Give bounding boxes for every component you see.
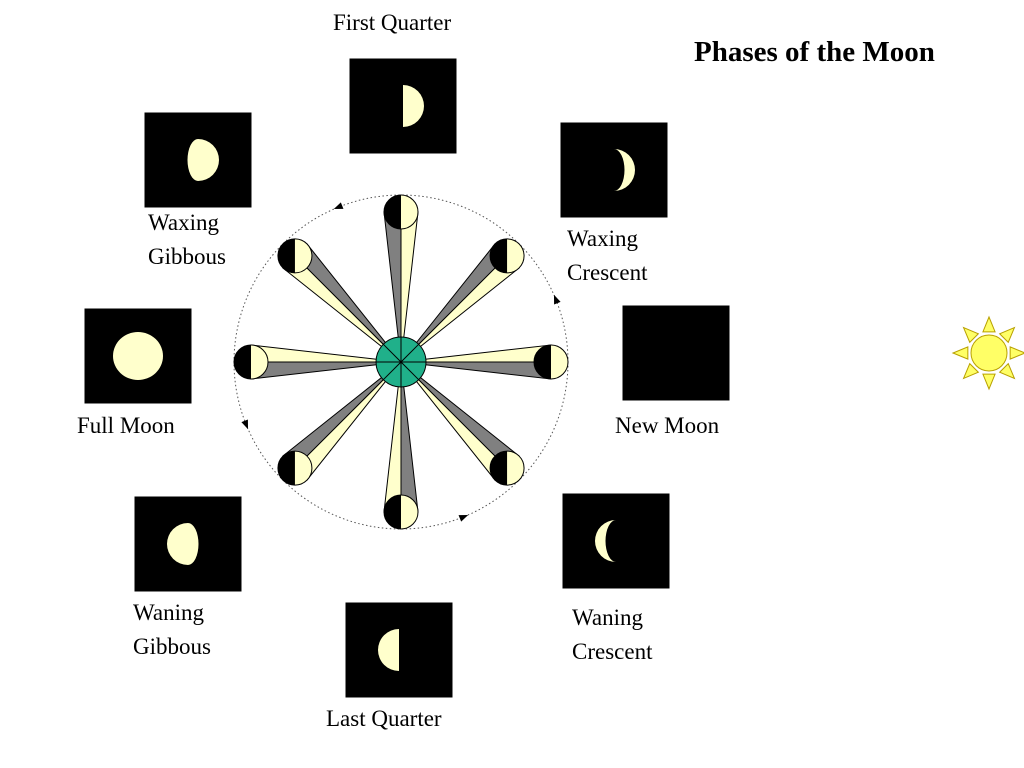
phase-moon-lit-area (187, 139, 219, 181)
earth-ray (382, 361, 402, 381)
phase-panel-background (560, 122, 668, 218)
phase-moon-lit-area (403, 85, 424, 127)
orbit-moon-waning-crescent (489, 450, 525, 486)
phase-moon-lit-area (614, 149, 635, 191)
phase-moon-lit-area (378, 629, 399, 671)
phase-panel-background (622, 305, 730, 401)
sun-ray (951, 346, 969, 360)
phase-label-first-quarter: First Quarter (333, 6, 451, 40)
phase-label-line: Last Quarter (326, 706, 442, 731)
orbit-moon-full-moon (233, 344, 269, 380)
orbit-moon-waxing-gibbous (277, 238, 313, 274)
orbit-moon-new-moon (533, 344, 569, 380)
phase-panel-waxing-gibbous (144, 112, 252, 208)
phase-panel-first-quarter (349, 58, 457, 154)
orbit-moon-night-side (277, 238, 295, 273)
sun-ray (962, 362, 980, 380)
phase-label-line: First Quarter (333, 10, 452, 35)
page-title: Phases of the Moon (694, 36, 935, 68)
orbit-moon-night-side (384, 495, 401, 529)
orbit-arrow (241, 419, 249, 430)
phase-label-line: Gibbous (148, 244, 226, 269)
phase-moon-lit-area (595, 520, 616, 562)
phase-label-line: New Moon (615, 413, 720, 438)
orbit-moon-night-side (384, 195, 401, 229)
phase-moon-lit-area (113, 332, 163, 380)
earth-ray (400, 361, 420, 381)
phase-label-full-moon: Full Moon (77, 409, 175, 443)
orbit-moon-night-side (234, 345, 251, 379)
orbit-moon-night-side (534, 345, 551, 379)
phase-label-new-moon: New Moon (615, 409, 719, 443)
phase-panel-full-moon (84, 308, 192, 404)
orbit-arrow (458, 514, 469, 522)
orbit-arrow (333, 202, 344, 210)
orbit-moon-waxing-crescent (489, 238, 525, 274)
earth-icon (375, 336, 427, 388)
phase-label-line: Crescent (567, 260, 648, 285)
orbit-moon-waning-gibbous (277, 450, 313, 486)
phase-panel-waxing-crescent (560, 122, 668, 218)
sun-ray (1009, 346, 1024, 360)
phase-panel-background (562, 493, 670, 589)
orbit-arrow (553, 294, 561, 305)
orbit-moon-last-quarter (383, 494, 419, 530)
sun-ray (998, 326, 1016, 344)
sun-ray (982, 373, 996, 391)
phase-panel-waning-gibbous (134, 496, 242, 592)
sun-disc (970, 334, 1008, 372)
phase-label-line: Waning (572, 605, 643, 630)
phase-moon-lit-area (167, 523, 199, 565)
phase-panel-new-moon (622, 305, 730, 401)
phase-label-line: Waning (133, 600, 204, 625)
sun-ray (982, 315, 996, 333)
phase-label-line: Full Moon (77, 413, 175, 438)
orbit-moon-night-side (490, 238, 508, 273)
phase-label-line: Crescent (572, 639, 653, 664)
orbit-moon-night-side (490, 451, 508, 486)
phase-label-line: Waxing (148, 210, 219, 235)
sun-ray (962, 326, 980, 344)
earth-ray (400, 343, 420, 363)
earth-ray (382, 343, 402, 363)
phase-label-line: Gibbous (133, 634, 211, 659)
sun-icon (951, 315, 1024, 391)
orbit-moon-night-side (277, 451, 295, 486)
phase-panel-last-quarter (345, 602, 453, 698)
sun-ray (998, 362, 1016, 380)
orbit-moon-first-quarter (383, 194, 419, 230)
phase-label-last-quarter: Last Quarter (326, 702, 442, 736)
phase-label-line: Waxing (567, 226, 638, 251)
phase-panel-waning-crescent (562, 493, 670, 589)
